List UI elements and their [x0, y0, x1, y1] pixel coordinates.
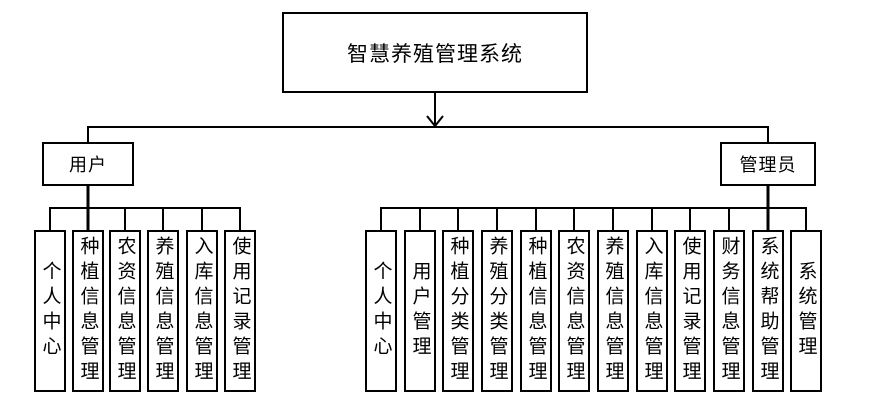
node-root-system: 智慧养殖管理系统	[282, 12, 588, 93]
node-admin-system-help-mgmt: 系统帮助管理	[752, 230, 784, 392]
node-admin-usage-records-mgmt: 使用记录管理	[674, 230, 706, 392]
node-admin-warehousing-info-mgmt: 入库信息管理	[636, 230, 668, 392]
node-admin-planting-info-mgmt: 种植信息管理	[520, 230, 552, 392]
node-user: 用户	[42, 142, 134, 186]
node-user-warehousing-info-mgmt: 入库信息管理	[186, 230, 218, 392]
node-admin-planting-category-mgmt: 种植分类管理	[442, 230, 474, 392]
node-user-personal-center: 个人中心	[34, 230, 66, 392]
node-user-agri-materials-info-mgmt: 农资信息管理	[109, 230, 141, 392]
node-admin-personal-center: 个人中心	[365, 230, 397, 392]
node-admin-agri-materials-info-mgmt: 农资信息管理	[558, 230, 590, 392]
node-user-breeding-info-mgmt: 养殖信息管理	[147, 230, 179, 392]
node-admin-system-mgmt: 系统管理	[790, 230, 822, 392]
node-user-planting-info-mgmt: 种植信息管理	[72, 230, 104, 392]
node-admin-breeding-info-mgmt: 养殖信息管理	[597, 230, 629, 392]
node-admin: 管理员	[720, 142, 816, 186]
node-admin-finance-info-mgmt: 财务信息管理	[713, 230, 745, 392]
node-admin-breeding-category-mgmt: 养殖分类管理	[481, 230, 513, 392]
node-admin-user-mgmt: 用户管理	[404, 230, 436, 392]
node-user-usage-records-mgmt: 使用记录管理	[224, 230, 256, 392]
